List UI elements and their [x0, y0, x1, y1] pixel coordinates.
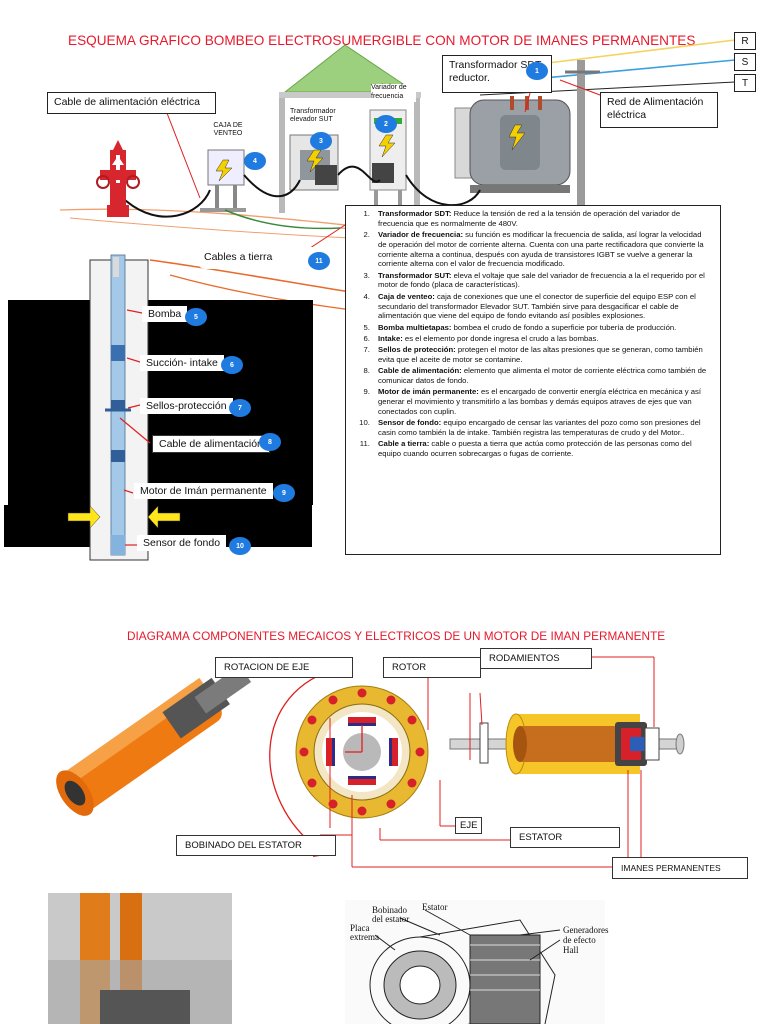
legend-term: Transformador SUT: — [378, 270, 452, 280]
badge-10: 10 — [229, 537, 251, 555]
bomba-label: Bomba — [142, 306, 188, 322]
rodamientos-label: RODAMIENTOS — [480, 648, 592, 669]
legend-item: Intake: es el elemento por donde ingresa… — [372, 334, 712, 344]
rotor-label: ROTOR — [383, 657, 481, 678]
legend-term: Variador de frecuencia: — [378, 230, 464, 240]
succion-label: Succión- intake — [140, 355, 224, 371]
top-title: ESQUEMA GRAFICO BOMBEO ELECTROSUMERGIBLE… — [68, 33, 696, 48]
legend-text: cable o puesta a tierra que actúa como p… — [378, 439, 692, 458]
legend-term: Transformador SDT: — [378, 209, 452, 218]
legend-item: Sensor de fondo: equipo encargado de cen… — [372, 418, 712, 438]
legend-text: es el encargado de convertir energía elé… — [378, 387, 702, 416]
variador-label: Variador de frecuencia — [371, 84, 416, 102]
legend-text: su función es modificar la frecuencia de… — [378, 230, 704, 269]
bobinado-estator-label: BOBINADO DEL ESTATOR — [176, 835, 336, 856]
drawing-placa-label: Placa extrema — [350, 923, 379, 943]
badge-6: 6 — [221, 356, 243, 374]
legend-item: Cable a tierra: cable o puesta a tierra … — [372, 439, 712, 459]
red-alimentacion-text: Red de Alimentación eléctrica — [607, 96, 704, 122]
motor-label: Motor de Imán permanente — [134, 483, 273, 499]
legend-item: Variador de frecuencia: su función es mo… — [372, 230, 712, 269]
legend-term: Cable a tierra: — [378, 439, 430, 449]
legend-text: eleva el voltaje que sale del variador d… — [378, 270, 705, 290]
rotacion-eje-label: ROTACION DE EJE — [215, 657, 353, 678]
legend-text: elemento que alimenta el motor de corrie… — [378, 366, 707, 385]
red-alimentacion-label: Red de Alimentación eléctrica — [600, 92, 718, 128]
legend-term: Motor de imán permanente: — [378, 387, 479, 397]
sellos-label: Sellos-protección — [140, 398, 233, 414]
legend-text: bombea el crudo de fondo a superficie po… — [451, 322, 677, 332]
legend-item: Motor de imán permanente: es el encargad… — [372, 387, 712, 416]
legend-text: es el elemento por donde ingresa el crud… — [402, 333, 599, 343]
legend-term: Sensor de fondo: — [378, 418, 442, 428]
transformador-sdt-text: Transformador SDT, reductor. — [449, 59, 544, 85]
legend-item: Transformador SDT: Reduce la tensión de … — [372, 209, 712, 229]
legend-item: Transformador SUT: eleva el voltaje que … — [372, 271, 712, 291]
badge-7: 7 — [229, 399, 251, 417]
cable-alimentacion-label: Cable de alimentación — [152, 435, 270, 453]
cables-tierra-text: Cables a tierra — [204, 251, 273, 263]
bottom-title: DIAGRAMA COMPONENTES MECAICOS Y ELECTRIC… — [127, 629, 666, 643]
cable-alimentacion-electrica-label: Cable de alimentación eléctrica — [47, 92, 216, 114]
legend-term: Cable de alimentación: — [378, 366, 462, 376]
legend-item: Cable de alimentación: elemento que alim… — [372, 366, 712, 386]
legend-term: Caja de venteo: — [378, 291, 435, 301]
legend-text: Reduce la tensión de red a la tensión de… — [378, 209, 681, 228]
badge-11: 11 — [308, 252, 330, 270]
estator-label: ESTATOR — [510, 827, 620, 848]
legend-text: equipo encargado de censar las variantes… — [378, 418, 701, 437]
drawing-estator-label: Estator — [422, 902, 448, 912]
drawing-bobinado-label: Bobinado del estator — [372, 905, 410, 925]
sensor-label: Sensor de fondo — [137, 535, 227, 551]
legend-term: Bomba multietapas: — [378, 322, 452, 332]
cables-tierra-label: Cables a tierra — [196, 247, 336, 269]
legend-text: caja de conexiones que une el conector d… — [378, 291, 696, 321]
legend-term: Intake: — [378, 333, 403, 343]
legend-item: Sellos de protección: protegen el motor … — [372, 345, 712, 365]
drawing-hall-label: Generadores de efecto Hall — [563, 925, 609, 955]
badge-1: 1 — [526, 62, 548, 80]
caja-venteo-label: CAJA DE VENTEO — [213, 122, 243, 138]
legend-text: protegen el motor de las altas presiones… — [378, 345, 703, 364]
badge-3: 3 — [310, 132, 332, 150]
legend-list: Transformador SDT: Reduce la tensión de … — [352, 209, 712, 459]
badge-4: 4 — [244, 152, 266, 170]
phase-r: R — [734, 32, 756, 50]
badge-8: 8 — [259, 433, 281, 451]
imanes-permanentes-label: IMANES PERMANENTES — [612, 857, 748, 879]
badge-9: 9 — [273, 484, 295, 502]
legend-term: Sellos de protección: — [378, 345, 456, 355]
cable-alimentacion-electrica-text: Cable de alimentación eléctrica — [54, 96, 200, 108]
phase-s: S — [734, 53, 756, 71]
legend-item: Caja de venteo: caja de conexiones que u… — [372, 292, 712, 321]
eje-label: EJE — [455, 817, 483, 834]
badge-2: 2 — [375, 115, 397, 133]
legend-item: Bomba multietapas: bombea el crudo de fo… — [372, 323, 712, 333]
phase-t: T — [734, 74, 756, 92]
components-legend: Transformador SDT: Reduce la tensión de … — [345, 205, 721, 555]
transformador-elevador-label: Transformador elevador SUT — [290, 108, 345, 125]
badge-5: 5 — [185, 308, 207, 326]
